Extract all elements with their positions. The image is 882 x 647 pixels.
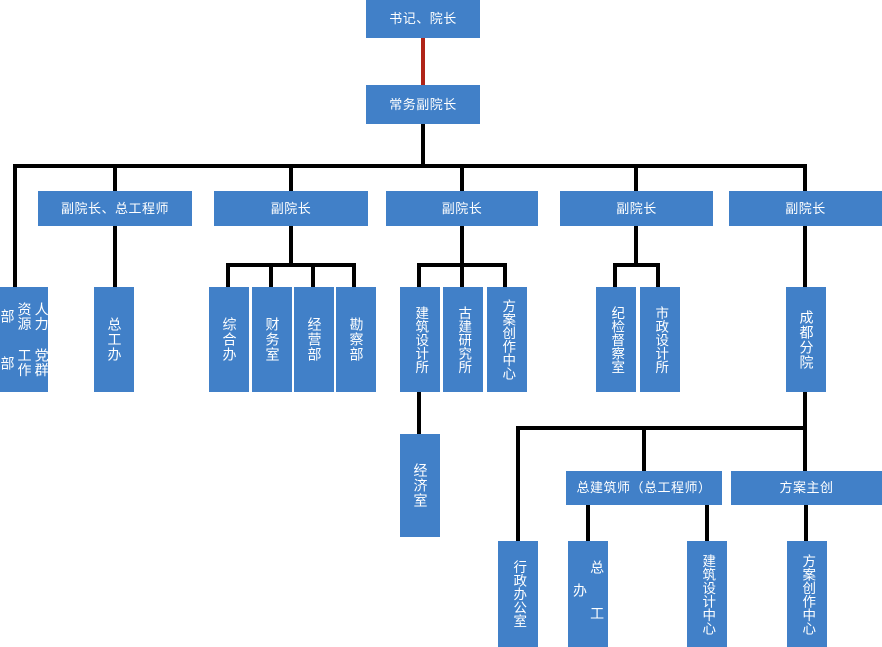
connector-vp2-down [289,226,293,267]
node-municipal-design-institute[interactable]: 市政设计所 [640,287,680,392]
node-scheme-creation-center[interactable]: 方案创作中心 [487,287,527,392]
connector-bus-to-vp4 [634,164,638,191]
node-business-dept[interactable]: 经营部 [294,287,334,392]
connector-vp2-to-finance-office [269,263,273,287]
connector-vp3-to-scheme-creation-center [503,263,507,287]
connector-vp2-to-business-dept [311,263,315,287]
connector-vp3-to-arch-design-institute [417,263,421,287]
connector-vp2-to-general-office [226,263,230,287]
node-architectural-design-institute[interactable]: 建筑设计所 [400,287,440,392]
connector-chengdu-branch-down [803,392,807,430]
connector-president-to-executive-vp [421,38,425,85]
connector-bus-to-hr-party [13,164,17,287]
connector-vp4-down [634,226,638,267]
connector-vp4-to-municipal-institute [656,263,660,287]
connector-chengdu-horizontal-bus [516,426,807,430]
connector-vp3-down [460,226,464,267]
node-label-party-work-dept: 党群工作部 [0,348,50,378]
node-vice-president-5[interactable]: 副院长 [729,191,882,226]
connector-arch-institute-to-economy-office [417,392,421,434]
node-vice-president-2[interactable]: 副院长 [214,191,368,226]
connector-executive-vp-down [421,124,425,167]
node-administrative-office[interactable]: 行政办公室 [498,541,538,647]
node-discipline-inspection-office[interactable]: 纪检督察室 [596,287,636,392]
connector-main-horizontal-bus [13,164,807,168]
node-vice-president-4[interactable]: 副院长 [560,191,713,226]
connector-vp2-horizontal-bus [226,263,356,267]
connector-chief-architect-to-arch-design-center [705,505,709,541]
connector-vp5-to-chengdu-branch [803,226,807,287]
connector-vp2-to-survey-dept [352,263,356,287]
node-vice-president-chief-engineer[interactable]: 副院长、总工程师 [38,191,192,226]
node-chief-architect[interactable]: 总建筑师（总工程师） [566,471,722,505]
node-ancient-architecture-research-institute[interactable]: 古建研究所 [443,287,483,392]
connector-bus-to-vp3 [460,164,464,191]
connector-vp1-down [113,226,117,287]
connector-chengdu-to-scheme-lead [803,426,807,471]
connector-vp3-to-ancient-arch-institute [460,263,464,287]
node-executive-vice-president[interactable]: 常务副院长 [366,85,480,124]
node-chief-engineer-office[interactable]: 总工办 [94,287,134,392]
connector-bus-to-vp1 [113,164,117,191]
node-label-hr-dept: 人力资源部 [0,301,50,331]
connector-vp4-horizontal-bus [613,263,660,267]
node-secretary-president[interactable]: 书记、院长 [366,0,480,38]
connector-bus-to-vp2 [289,164,293,191]
node-architectural-design-center[interactable]: 建筑设计中心 [687,541,727,647]
node-finance-office[interactable]: 财务室 [252,287,292,392]
node-chengdu-chief-engineer-office[interactable]: 总 工 办 [568,541,608,647]
connector-chengdu-to-chief-architect [642,426,646,471]
connector-bus-to-vp5 [803,164,807,191]
node-scheme-lead[interactable]: 方案主创 [731,471,882,505]
node-chengdu-scheme-creation-center[interactable]: 方案创作中心 [787,541,827,647]
node-survey-dept[interactable]: 勘察部 [336,287,376,392]
connector-chengdu-to-admin-office [516,426,520,541]
connector-scheme-lead-to-cd-scheme-creation-center [804,505,808,541]
connector-vp4-to-discipline-office [613,263,617,287]
connector-chief-architect-to-cd-chief-engineer-office [586,505,590,541]
node-hr-and-party-work-dept[interactable]: 人力资源部 党群工作部 [0,287,50,392]
node-vice-president-3[interactable]: 副院长 [386,191,538,226]
node-chengdu-branch[interactable]: 成都分院 [786,287,826,392]
node-general-office[interactable]: 综合办 [209,287,249,392]
node-economy-office[interactable]: 经济室 [400,434,440,537]
